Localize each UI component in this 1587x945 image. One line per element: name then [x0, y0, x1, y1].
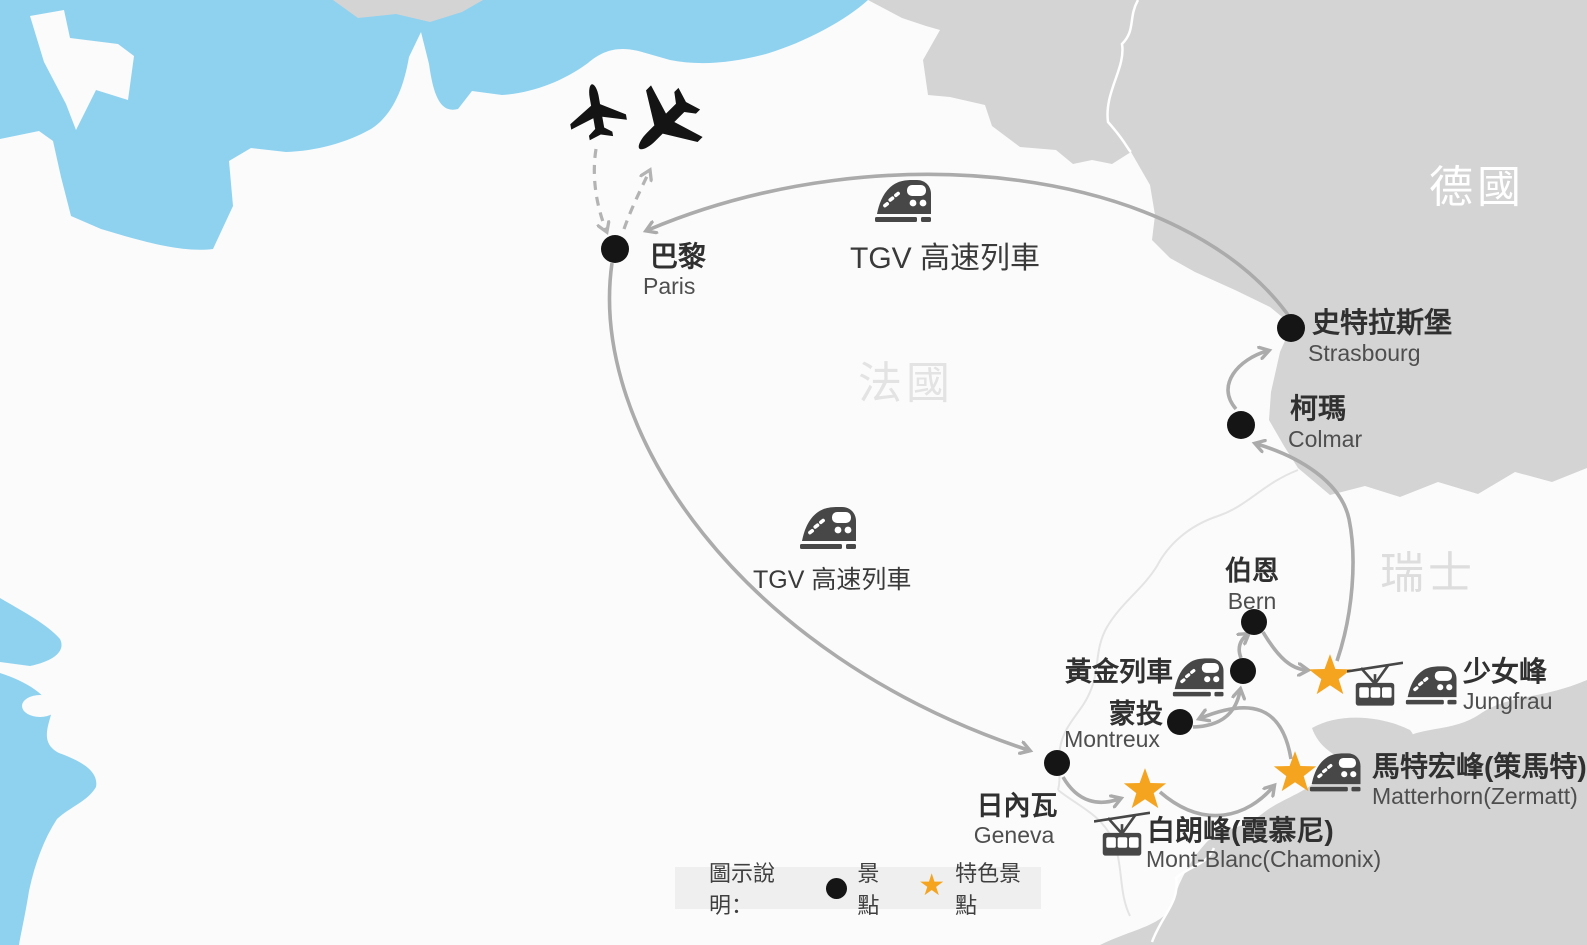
city-en-geneva: Geneva — [973, 822, 1055, 848]
city-en-colmar: Colmar — [1288, 426, 1363, 452]
city-en-paris: Paris — [643, 273, 696, 299]
route-arcs — [607, 172, 1355, 818]
cable-car-icon — [1094, 811, 1150, 857]
route-waypoint-bern — [1239, 635, 1247, 659]
highlight-zh-montblanc: 白朗峰(霞慕尼) — [1147, 815, 1334, 846]
train-icon — [800, 507, 856, 549]
city-en-montreux: Montreux — [1064, 726, 1160, 752]
coast-island-notch — [22, 695, 58, 717]
city-en-bern: Bern — [1227, 588, 1277, 614]
dot-bern — [1241, 609, 1267, 635]
sea-atlantic-south — [0, 673, 97, 945]
city-zh-strasbourg: 史特拉斯堡 — [1312, 307, 1453, 338]
city-zh-paris: 巴黎 — [650, 241, 707, 272]
region-valais-ridge — [1312, 717, 1415, 764]
border-belgium-germany — [1106, 0, 1140, 154]
highlight-zh-matterhorn: 馬特宏峰(策馬特) — [1372, 751, 1587, 782]
route-paris-geneva — [607, 262, 1028, 750]
flight-arrive-paris — [592, 148, 606, 230]
golden-train-label: 黃金列車 — [1065, 657, 1173, 687]
route-jungfrau-colmar — [1257, 444, 1355, 662]
sea-english-channel — [0, 0, 868, 250]
country-label-switzerland: 瑞士 — [1380, 549, 1476, 598]
flight-depart-paris — [622, 172, 649, 230]
city-zh-montreux: 蒙投 — [1109, 699, 1163, 729]
route-colmar-strasbourg — [1226, 351, 1267, 411]
train-icon — [1405, 666, 1457, 705]
dot-colmar — [1227, 411, 1255, 439]
dot-paris — [601, 235, 629, 263]
tgv-south-label: TGV 高速列車 — [753, 566, 912, 594]
region-cotentin-white — [30, 10, 134, 130]
legend-dot-label: 景點 — [857, 861, 880, 918]
region-england-coast — [333, 0, 483, 22]
city-dots — [601, 235, 1305, 776]
route-geneva-montblanc — [1061, 776, 1119, 802]
city-en-strasbourg: Strasbourg — [1308, 340, 1421, 366]
route-strasbourg-paris — [648, 172, 1293, 321]
region-italy-alps — [1100, 680, 1587, 945]
city-zh-bern: 伯恩 — [1225, 556, 1279, 586]
highlight-zh-jungfrau: 少女峰 — [1463, 656, 1548, 687]
country-label-france: 法國 — [858, 359, 954, 408]
dot-montreux — [1167, 709, 1193, 735]
border-alps-white — [1150, 847, 1216, 943]
flight-arrows — [592, 148, 649, 230]
dot-marker-icon — [826, 877, 848, 899]
border-swiss-france — [1057, 469, 1299, 791]
country-label-germany: 德國 — [1429, 163, 1525, 212]
dot-geneva — [1044, 750, 1070, 776]
highlight-en-montblanc: Mont-Blanc(Chamonix) — [1146, 846, 1382, 872]
legend-star-label: 特色景點 — [955, 861, 1022, 918]
route-bern-jungfrau — [1261, 631, 1306, 670]
cable-car-icon — [1347, 661, 1403, 707]
train-icon — [875, 180, 931, 222]
tgv-north-label: TGV 高速列車 — [850, 242, 1041, 275]
train-icon — [1172, 658, 1224, 697]
highlight-en-jungfrau: Jungfrau — [1463, 688, 1553, 714]
star-marker-matterhorn — [1273, 751, 1317, 792]
airplane-icon — [564, 79, 630, 144]
route-montblanc-matterhorn — [1158, 787, 1273, 818]
sea-atlantic-north — [0, 598, 62, 666]
dot-waypoint — [1230, 658, 1256, 684]
airplane-icon — [613, 72, 716, 175]
region-germany-belgium — [868, 0, 1587, 497]
star-marker-icon: ★ — [918, 869, 946, 902]
star-marker-montblanc — [1123, 768, 1167, 809]
legend-title: 圖示說明： — [709, 861, 776, 918]
route-montreux-waypoint — [1192, 691, 1240, 729]
star-marker-jungfrau — [1308, 654, 1352, 695]
route-matterhorn-montreux — [1201, 705, 1293, 760]
highlight-en-matterhorn: Matterhorn(Zermatt) — [1372, 783, 1578, 809]
city-zh-geneva: 日內瓦 — [976, 791, 1058, 821]
legend: 圖示說明： 景點 ★ 特色景點 — [675, 861, 1041, 918]
dot-strasbourg — [1277, 314, 1305, 342]
city-zh-colmar: 柯瑪 — [1290, 393, 1347, 424]
